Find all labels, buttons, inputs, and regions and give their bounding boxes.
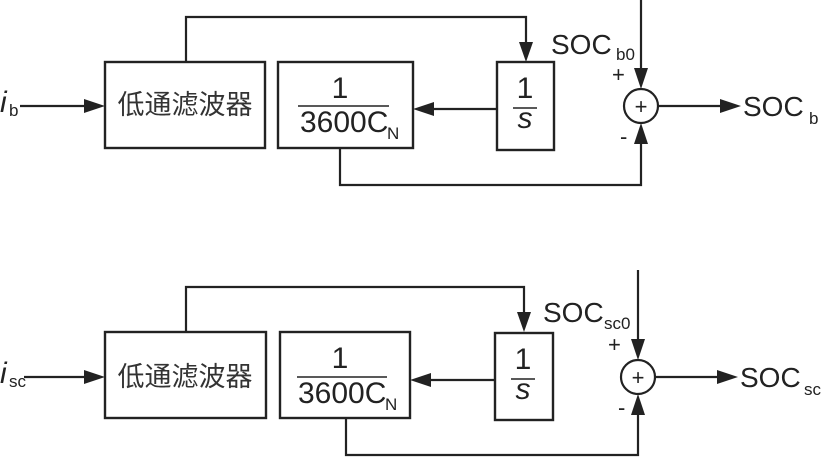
- summing-junction-symbol: +: [632, 365, 645, 390]
- arrowhead-icon: [634, 68, 648, 89]
- arrowhead-icon: [413, 102, 434, 116]
- gain-block: [278, 330, 412, 420]
- gain-denominator-sub: N: [387, 124, 399, 143]
- minus-sign: -: [620, 124, 627, 149]
- input-label-sub: b: [9, 101, 18, 120]
- integrator-block: [495, 60, 556, 152]
- integrator-denominator: s: [516, 373, 531, 406]
- integrator-block: [493, 331, 555, 422]
- output-label: SOC: [743, 91, 804, 122]
- arrowhead-icon: [634, 123, 648, 144]
- gain-denominator: 3600C: [298, 377, 386, 410]
- arrowhead-icon: [519, 42, 533, 62]
- arrowhead-icon: [631, 339, 645, 360]
- initial-soc-label-sub: b0: [616, 45, 635, 64]
- diagram-battery: i b 低通滤波器 1 3600C N 1 s SOC b0 +: [0, 0, 818, 187]
- gain-denominator-sub: N: [385, 395, 397, 414]
- input-label: i: [0, 357, 8, 390]
- lpf-to-integrator-line: [184, 285, 526, 332]
- input-label: i: [0, 86, 8, 119]
- summing-junction-symbol: +: [635, 94, 648, 119]
- output-label-sub: sc: [804, 380, 822, 399]
- low-pass-filter-label: 低通滤波器: [118, 90, 253, 121]
- arrowhead-icon: [84, 370, 105, 384]
- lpf-to-integrator-line: [184, 15, 528, 62]
- integrator-numerator: 1: [517, 72, 534, 105]
- integrator-denominator: s: [518, 102, 533, 135]
- output-label: SOC: [740, 362, 801, 393]
- plus-sign: +: [608, 332, 621, 357]
- low-pass-filter-block: [103, 60, 267, 150]
- gain-to-sum-line: [344, 411, 640, 457]
- minus-sign: -: [618, 395, 625, 420]
- gain-numerator: 1: [332, 72, 349, 105]
- input-label-sub: sc: [9, 372, 27, 391]
- integrator-numerator: 1: [515, 343, 532, 376]
- gain-numerator: 1: [332, 342, 349, 375]
- gain-block: [276, 60, 415, 150]
- initial-soc-label: SOC: [543, 297, 604, 328]
- gain-to-sum-line: [338, 140, 643, 187]
- plus-sign: +: [612, 62, 625, 87]
- initial-soc-label-sub: sc0: [604, 314, 630, 333]
- arrowhead-icon: [517, 312, 531, 332]
- initial-soc-label: SOC: [551, 29, 612, 60]
- gain-denominator: 3600C: [300, 106, 388, 139]
- diagram-supercapacitor: i sc 低通滤波器 1 3600C N 1 s SOC sc0 + - + S…: [0, 270, 822, 457]
- arrowhead-icon: [84, 99, 105, 113]
- arrowhead-icon: [720, 99, 741, 113]
- arrowhead-icon: [410, 373, 431, 387]
- arrowhead-icon: [631, 394, 645, 415]
- arrowhead-icon: [717, 370, 738, 384]
- low-pass-filter-block: [103, 330, 268, 420]
- low-pass-filter-label: 低通滤波器: [118, 362, 253, 393]
- output-label-sub: b: [809, 109, 818, 128]
